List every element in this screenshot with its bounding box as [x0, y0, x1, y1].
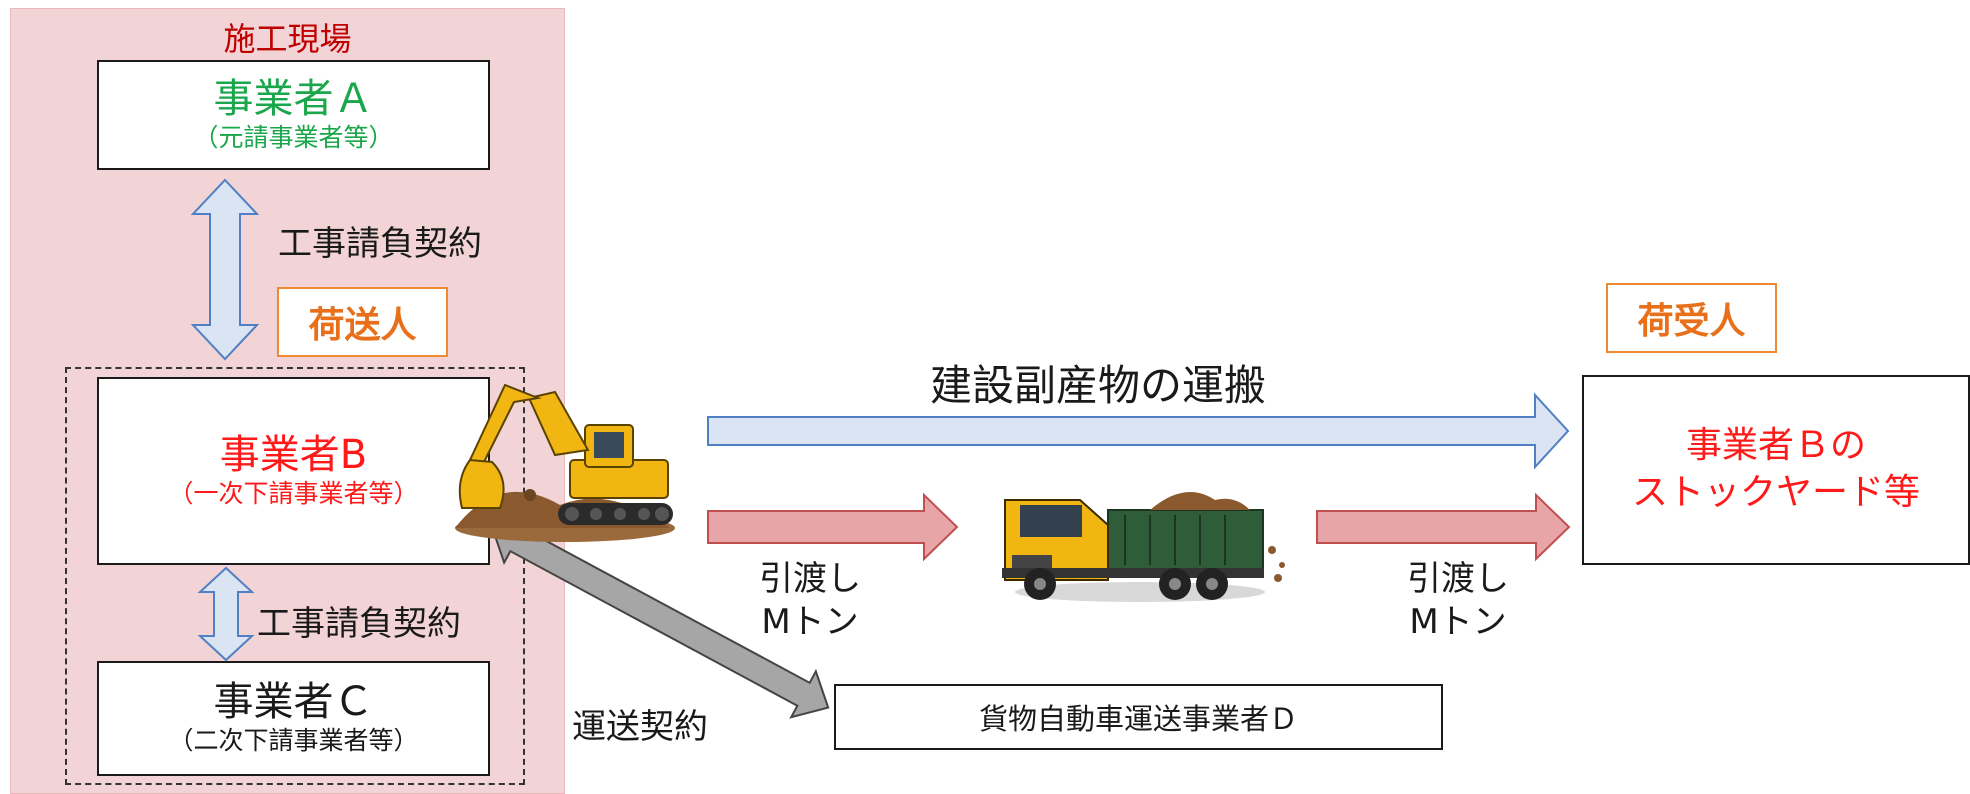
handover-left-line1: 引渡し [759, 559, 861, 599]
handover-right-line1: 引渡し [1407, 559, 1509, 599]
contract-ab-arrow [190, 178, 260, 361]
site-title: 施工現場 [223, 20, 352, 58]
transport-title: 建設副産物の運搬 [930, 361, 1267, 410]
handover-left-label: 引渡し Mトン [745, 558, 875, 643]
business-b-name: 事業者B [219, 431, 368, 478]
destination-line1: 事業者Ｂの [1685, 425, 1866, 467]
handover-left-line2: Mトン [761, 601, 859, 642]
business-b-box: 事業者B （一次下請事業者等） [97, 377, 490, 565]
dump-truck-icon [1002, 492, 1285, 602]
business-a-role: （元請事業者等） [193, 122, 394, 152]
destination-line2: ストックヤード等 [1631, 472, 1920, 513]
carrier-contract-label: 運送契約 [572, 707, 708, 747]
handover-right-line2: Mトン [1409, 601, 1507, 642]
contract-bc-arrow [197, 566, 255, 662]
transport-arrow [707, 392, 1570, 470]
consignee-tag: 荷受人 [1606, 283, 1777, 353]
business-c-box: 事業者Ｃ （二次下請事業者等） [97, 661, 490, 776]
business-c-name: 事業者Ｃ [213, 679, 374, 726]
shipper-tag: 荷送人 [277, 287, 448, 357]
business-a-box: 事業者Ａ （元請事業者等） [97, 60, 490, 170]
business-b-role: （一次下請事業者等） [168, 478, 419, 508]
carrier-name: 貨物自動車運送事業者Ｄ [978, 702, 1298, 736]
handover-right-label: 引渡し Mトン [1393, 558, 1523, 643]
carrier-box: 貨物自動車運送事業者Ｄ [834, 684, 1443, 750]
contractor-group [65, 367, 525, 785]
business-a-name: 事業者Ａ [213, 75, 374, 122]
destination-box: 事業者Ｂの ストックヤード等 [1582, 375, 1970, 565]
handover-right-arrow [1316, 492, 1571, 562]
business-c-role: （二次下請事業者等） [168, 726, 419, 756]
contract-bc-label: 工事請負契約 [257, 604, 461, 644]
contract-ab-label: 工事請負契約 [278, 224, 482, 264]
excavator-icon [455, 383, 675, 542]
handover-left-arrow [707, 492, 959, 562]
